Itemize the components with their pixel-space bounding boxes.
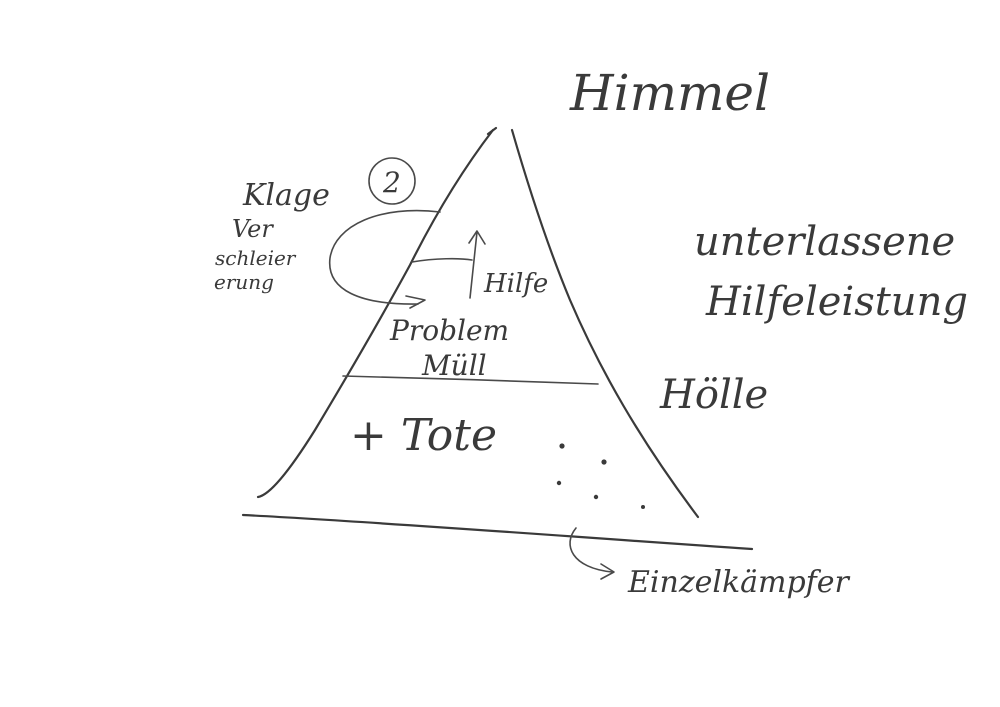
ground-line [241,513,754,551]
label-einzelkaempfer: Einzelkämpfer [627,565,851,600]
hilfe-up-arrow [468,230,486,299]
label-unterlassene: unterlassene [694,219,955,265]
label-klage: Klage [242,178,330,213]
label-verschleierung-1: Ver [232,215,274,243]
scatter-dot [641,505,645,509]
label-verschleierung-3: erung [214,270,274,294]
label-verschleierung-2: schleier [215,246,297,270]
label-muell: Müll [421,349,487,382]
label-problem: Problem [389,314,509,347]
pyramid-top-tick [486,126,498,136]
scatter-dot [593,494,599,500]
verschleierung-curved-arrow [328,209,441,305]
hilfe-level-line [411,257,473,263]
einzelkaempfer-hook-arrow [569,527,613,573]
label-himmel: Himmel [569,64,770,122]
label-tote: + Tote [350,410,497,461]
scatter-dot [601,459,607,465]
scatter-dot [559,443,565,449]
pyramid-left-side [256,128,495,499]
verschleierung-arrow-head [405,295,426,309]
pyramid-right-side [510,128,700,519]
label-hoelle: Hölle [659,372,768,418]
label-hilfe: Hilfe [483,269,548,299]
einzelkaempfer-arrow-head [600,563,615,580]
label-hilfeleistung: Hilfeleistung [705,279,968,325]
circled-number-text: 2 [382,166,401,199]
pyramid-divider-line [342,375,599,385]
circled-number-ring [368,157,416,205]
scatter-dot [556,480,562,486]
